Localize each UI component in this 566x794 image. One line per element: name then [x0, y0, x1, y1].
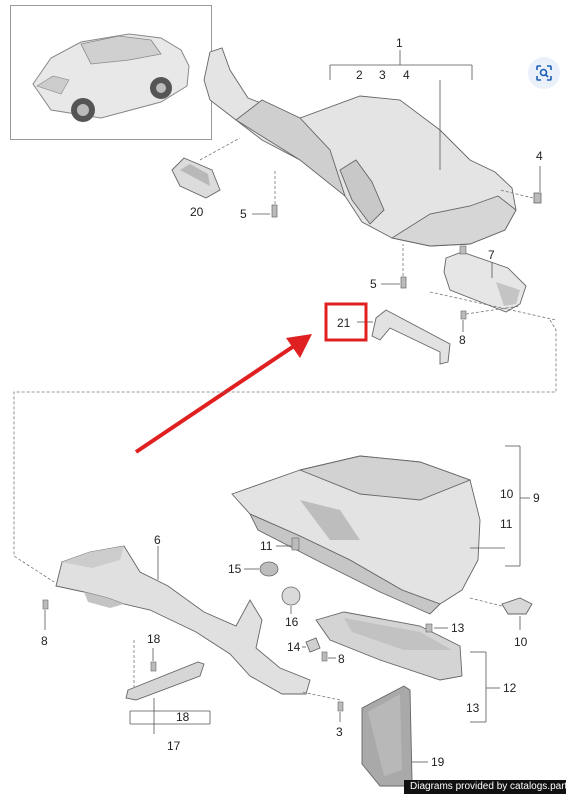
- side-panel-19-part: [361, 685, 413, 787]
- callout-14[interactable]: 14: [287, 640, 301, 654]
- bracket-14-part: [302, 637, 321, 653]
- switch-16-part: [281, 586, 301, 614]
- callout-11-group[interactable]: 11: [500, 517, 513, 531]
- screw-8-left-part: [42, 599, 49, 630]
- callout-2[interactable]: 2: [356, 68, 363, 82]
- callout-15[interactable]: 15: [228, 562, 242, 576]
- tray-12-part: [315, 611, 463, 681]
- callout-20[interactable]: 20: [190, 205, 204, 219]
- screw-3-part: [301, 691, 344, 722]
- callout-13-group[interactable]: 13: [466, 701, 480, 715]
- callout-21[interactable]: 21: [337, 316, 351, 330]
- screw-8-middle-part: [321, 651, 336, 662]
- callout-3-screw[interactable]: 3: [336, 725, 343, 739]
- callout-9[interactable]: 9: [533, 491, 540, 505]
- callout-4-bolt[interactable]: 4: [536, 149, 543, 163]
- callout-8-upper[interactable]: 8: [459, 333, 466, 347]
- dashboard-carrier-part: [203, 47, 517, 247]
- vehicle-thumbnail: [10, 5, 212, 140]
- callout-13[interactable]: 13: [451, 621, 465, 635]
- callout-18[interactable]: 18: [176, 710, 190, 724]
- highlight-box-21: [324, 302, 368, 342]
- bolt-5-lower-part: [381, 244, 407, 289]
- callout-16[interactable]: 16: [285, 615, 299, 629]
- lock-10-part: [469, 597, 533, 630]
- callout-12[interactable]: 12: [503, 681, 517, 695]
- callout-7[interactable]: 7: [488, 248, 495, 262]
- callout-5-lower[interactable]: 5: [370, 277, 377, 291]
- callout-3[interactable]: 3: [379, 68, 386, 82]
- callout-10-lock[interactable]: 10: [514, 635, 528, 649]
- knee-panel-6-part: [55, 545, 311, 695]
- screw-8-upper-part: [460, 305, 521, 332]
- trim-strip-18-part: [125, 640, 205, 701]
- car-icon: [32, 33, 190, 122]
- bolt-5-upper-part: [252, 170, 278, 218]
- visual-search-icon: [536, 65, 552, 81]
- glovebox-lid-7-part: [443, 245, 527, 313]
- handle-21-part: [371, 309, 451, 365]
- callout-17[interactable]: 17: [167, 739, 181, 753]
- callout-19[interactable]: 19: [431, 755, 445, 769]
- visual-search-button[interactable]: [528, 57, 560, 89]
- callout-18-clip[interactable]: 18: [147, 632, 161, 646]
- clip-13-part: [425, 623, 448, 633]
- callout-8-left[interactable]: 8: [41, 634, 48, 648]
- air-vent-20-part: [171, 137, 241, 199]
- bolt-4-part: [499, 166, 542, 204]
- callout-6[interactable]: 6: [154, 533, 161, 547]
- clip-15-part: [244, 561, 279, 577]
- callout-11[interactable]: 11: [260, 539, 273, 553]
- callout-8-middle[interactable]: 8: [338, 652, 345, 666]
- diagram-credit: Diagrams provided by catalogs.parts: [404, 780, 566, 794]
- callout-5-upper[interactable]: 5: [240, 207, 247, 221]
- callout-1[interactable]: 1: [396, 36, 403, 50]
- pin-11-part: [276, 537, 300, 551]
- red-pointer-arrow-icon: [134, 334, 312, 454]
- callout-4[interactable]: 4: [403, 68, 410, 82]
- callout-10-group[interactable]: 10: [500, 487, 514, 501]
- glovebox-housing-9-part: [231, 455, 481, 615]
